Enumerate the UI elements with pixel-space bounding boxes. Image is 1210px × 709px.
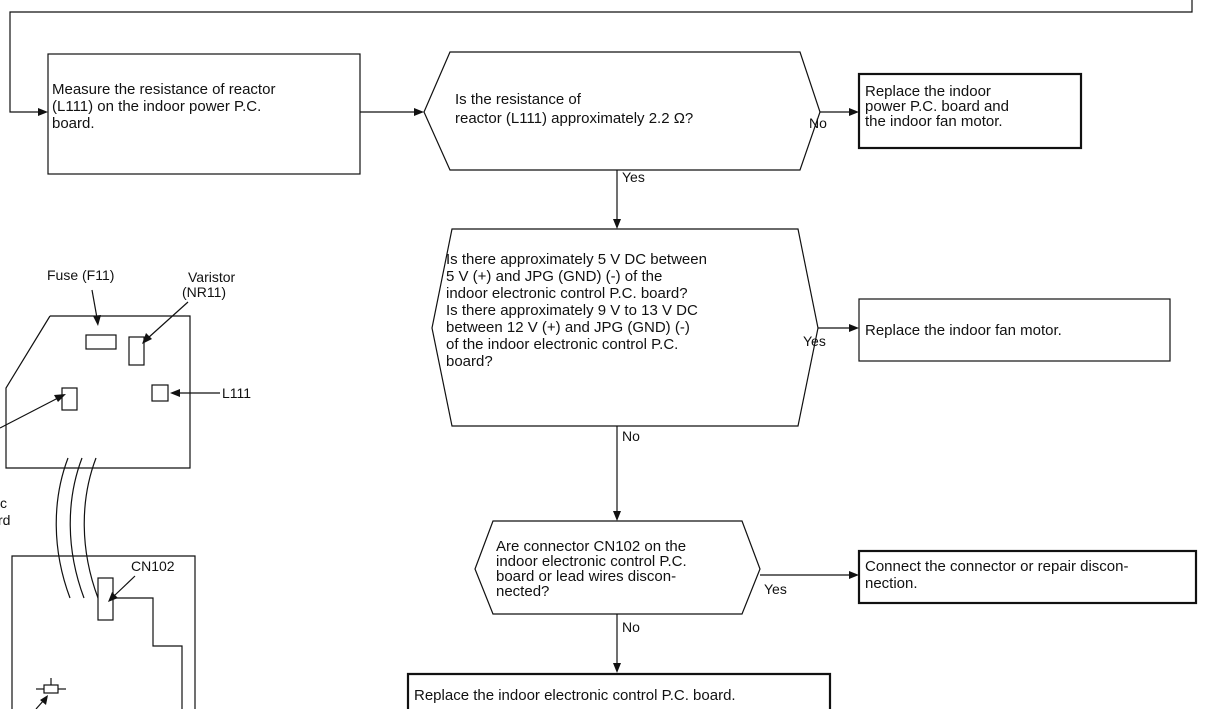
measure-resistance-text: Measure the resistance of reactor (L111)… — [52, 81, 280, 132]
arrowhead-3 — [613, 219, 621, 229]
arrowhead-6 — [849, 571, 859, 579]
connector-decision-hexagon — [474, 520, 761, 615]
replace-fan-motor-text: Replace the indoor fan motor. — [865, 322, 1062, 339]
fuse-component — [85, 334, 117, 350]
power-board-outline — [5, 315, 191, 469]
lead-wire-3 — [83, 457, 99, 599]
varistor-pointer — [147, 301, 189, 339]
replace-power-board-box — [857, 72, 1083, 150]
arrowhead-1 — [414, 108, 424, 116]
replace-control-board-text: Replace the indoor electronic control P.… — [414, 687, 736, 704]
arrowhead-5 — [613, 511, 621, 521]
unlabeled-component — [61, 387, 78, 411]
arrowhead-4 — [849, 324, 859, 332]
fuse-pointer — [91, 289, 98, 319]
branch-no-label-1: No — [809, 115, 827, 131]
varistor-arrowhead — [142, 333, 152, 344]
bottom-component — [43, 684, 59, 694]
arrowhead-7 — [613, 663, 621, 673]
arrowhead-2 — [849, 108, 859, 116]
cn102-pointer — [113, 575, 136, 597]
cn102-label: CN102 — [131, 558, 175, 574]
fuse-arrowhead — [93, 315, 101, 326]
lead-wire-2 — [69, 457, 85, 599]
pc-board-illustration: Fuse (F11) Varistor (NR11) L111 c rd CN1… — [0, 267, 251, 709]
voltage-question-text: Is there approximately 5 V DC between 5 … — [446, 251, 711, 370]
bottom-component-arrowhead — [40, 695, 48, 705]
control-board-outline — [11, 555, 196, 709]
feed-arrowhead — [38, 108, 48, 116]
lead-wire-1 — [55, 457, 71, 599]
branch-yes-label-1: Yes — [622, 169, 645, 185]
varistor-component — [128, 336, 145, 366]
replace-power-board-text: Replace the indoor power P.C. board and … — [865, 83, 1013, 130]
connect-box — [857, 549, 1198, 605]
replace-control-board-box — [406, 672, 832, 709]
replace-fan-motor-box — [858, 298, 1171, 362]
varistor-label: Varistor (NR11) — [182, 269, 239, 300]
resistance-question-text: Is the resistance of reactor (L111) appr… — [455, 91, 693, 127]
measure-resistance-box — [47, 53, 361, 175]
reactor-component — [151, 384, 169, 402]
cn102-wire — [113, 597, 183, 709]
fuse-label: Fuse (F11) — [47, 267, 114, 283]
l111-label: L111 — [222, 385, 251, 401]
branch-yes-label-2: Yes — [803, 333, 826, 349]
unlabeled-arrowhead — [54, 394, 66, 402]
unlabeled-pointer — [0, 397, 59, 429]
cn102-arrowhead — [108, 592, 118, 602]
branch-no-label-3: No — [622, 619, 640, 635]
branch-yes-label-3: Yes — [764, 581, 787, 597]
connect-text: Connect the connector or repair discon- … — [865, 558, 1133, 592]
connector-question-text: Are connector CN102 on the indoor electr… — [496, 538, 691, 600]
cutoff-board-label: c rd — [0, 495, 11, 528]
branch-no-label-2: No — [622, 428, 640, 444]
feed-connector — [9, 0, 1193, 113]
l111-arrowhead — [170, 389, 180, 397]
